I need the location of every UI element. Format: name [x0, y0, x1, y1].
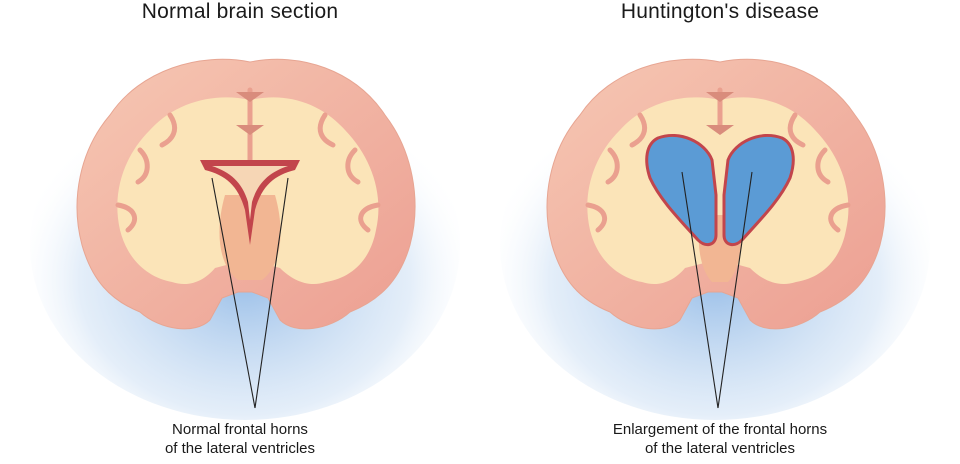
- enlarged-ventricle-left: [645, 133, 718, 247]
- caption-line-1: Normal frontal horns: [172, 421, 308, 438]
- huntingtons-brain-panel: Huntington's disease: [480, 0, 960, 464]
- huntingtons-brain-illustration: [500, 58, 930, 420]
- huntingtons-caption: Enlargement of the frontal horns of the …: [480, 420, 960, 458]
- normal-brain-caption: Normal frontal horns of the lateral vent…: [0, 420, 480, 458]
- normal-brain-panel: Normal brain section: [0, 0, 480, 458]
- caption-line-1: Enlargement of the frontal horns: [612, 421, 828, 438]
- normal-brain-illustration: [30, 58, 460, 420]
- midline-notch: [236, 92, 264, 135]
- caption-line-2: of the lateral ventricles: [644, 440, 796, 457]
- midline-notch: [706, 92, 734, 135]
- normal-brain-title: Normal brain section: [141, 0, 339, 23]
- caption-line-2: of the lateral ventricles: [164, 440, 316, 457]
- pointer-lines: [211, 177, 289, 409]
- huntingtons-title: Huntington's disease: [620, 0, 820, 23]
- sulci: [585, 87, 851, 233]
- pointer-lines: [681, 171, 753, 409]
